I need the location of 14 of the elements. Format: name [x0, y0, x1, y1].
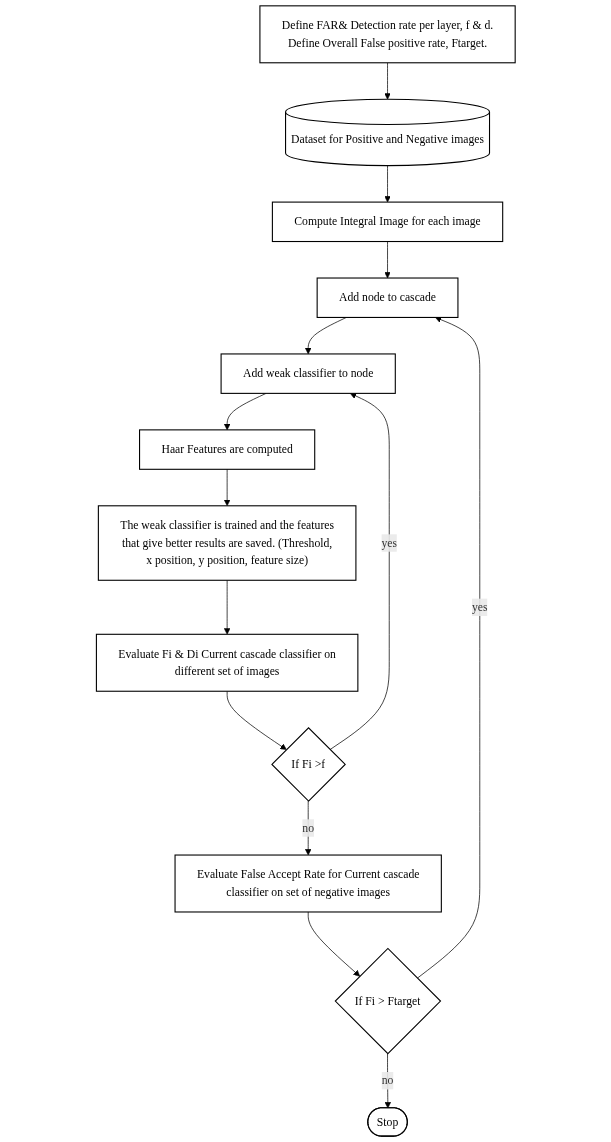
edge-label: no [302, 821, 314, 834]
node-box: Evaluate False Accept Rate for Current cascade classifier on set of negative images [174, 854, 442, 913]
node-box: The weak classifier is trained and the features that give better results are saved. (Threshold, x position, y position, feature size) [97, 505, 357, 581]
edge-label: yes [471, 600, 488, 614]
node-box: Haar Features are computed [138, 429, 315, 470]
node-diamond: If Fi >f [270, 726, 346, 802]
edge-label: yes [381, 536, 397, 549]
node-box: Evaluate Fi & Di Current cascade classifier on different set of images [95, 633, 359, 692]
node-box: Add node to cascade [316, 277, 459, 318]
node-box: Add weak classifier to node [220, 353, 396, 394]
node-diamond: If Fi > Ftarget [334, 947, 441, 1055]
edge-label: no [381, 1074, 394, 1087]
node-box: Compute Integral Image for each image [271, 201, 503, 243]
node-box: Define FAR& Detection rate per layer, f & d. Define Overall False positive rate, Ftarget. [259, 5, 516, 64]
